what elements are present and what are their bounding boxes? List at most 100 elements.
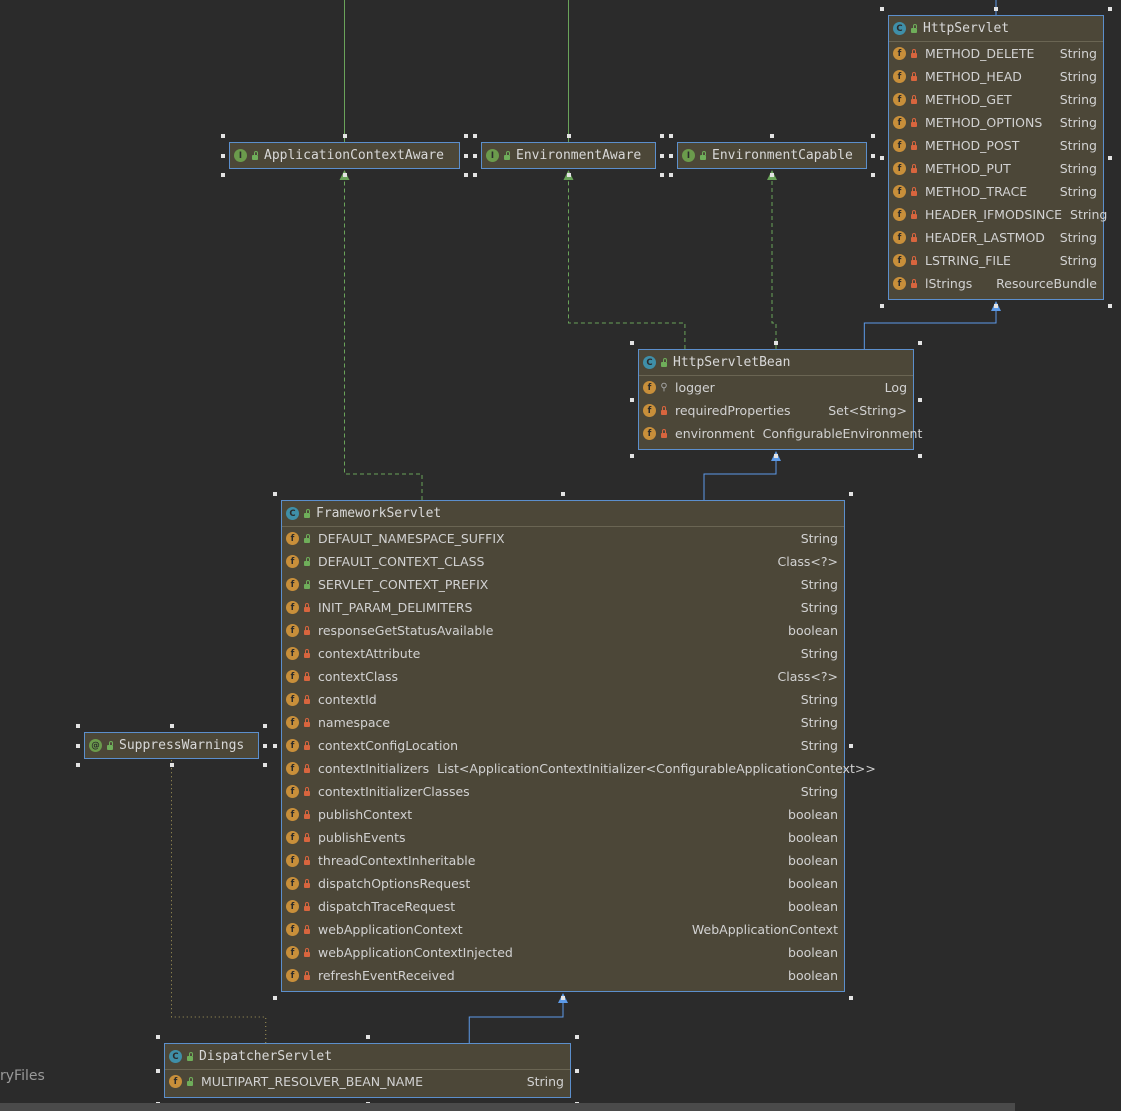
resize-handle[interactable] — [473, 173, 477, 177]
resize-handle[interactable] — [660, 173, 664, 177]
resize-handle[interactable] — [342, 134, 347, 138]
resize-handle[interactable] — [76, 743, 80, 748]
node-suppress-warnings[interactable]: @SuppressWarnings — [84, 732, 259, 759]
resize-handle[interactable] — [630, 454, 634, 458]
resize-handle[interactable] — [575, 1068, 579, 1073]
resize-handle[interactable] — [273, 744, 277, 748]
resize-handle[interactable] — [994, 7, 998, 11]
resize-handle[interactable] — [263, 763, 267, 767]
resize-handle[interactable] — [156, 1068, 160, 1073]
resize-handle[interactable] — [273, 492, 277, 496]
resize-handle[interactable] — [918, 454, 922, 458]
resize-handle[interactable] — [770, 134, 774, 138]
resize-handle[interactable] — [1108, 7, 1112, 11]
resize-handle[interactable] — [273, 996, 277, 1000]
resize-handle[interactable] — [669, 134, 673, 138]
annotation-edge[interactable] — [171, 759, 267, 1043]
resize-handle[interactable] — [871, 173, 875, 177]
resize-handle[interactable] — [76, 763, 80, 767]
resize-handle[interactable] — [464, 173, 468, 177]
resize-handle[interactable] — [263, 724, 267, 728]
resize-handle[interactable] — [169, 763, 174, 767]
resize-handle[interactable] — [774, 341, 778, 345]
extends-edge[interactable] — [703, 460, 777, 500]
resize-handle[interactable] — [76, 724, 80, 728]
resize-handle[interactable] — [169, 724, 174, 728]
resize-handle[interactable] — [994, 304, 998, 308]
resize-handle[interactable] — [669, 173, 673, 177]
implements-edge[interactable] — [771, 179, 777, 349]
resize-handle[interactable] — [221, 134, 225, 138]
implements-edge[interactable] — [344, 179, 423, 500]
horizontal-scrollbar[interactable] — [0, 1103, 1015, 1111]
resize-handle[interactable] — [575, 1035, 579, 1039]
resize-handle[interactable] — [660, 153, 664, 158]
node-header[interactable]: @SuppressWarnings — [85, 733, 258, 758]
extends-edge[interactable] — [863, 310, 997, 349]
resize-handle[interactable] — [473, 153, 477, 158]
resize-handle[interactable] — [263, 743, 267, 748]
resize-handle[interactable] — [774, 454, 778, 458]
implements-edge[interactable] — [568, 179, 686, 349]
resize-handle[interactable] — [871, 153, 875, 158]
resize-handle[interactable] — [561, 492, 565, 496]
resize-handle[interactable] — [880, 155, 884, 160]
resize-handle[interactable] — [156, 1035, 160, 1039]
resize-handle[interactable] — [918, 397, 922, 402]
resize-handle[interactable] — [566, 134, 571, 138]
resize-handle[interactable] — [770, 173, 774, 177]
resize-handle[interactable] — [1108, 304, 1112, 308]
resize-handle[interactable] — [464, 153, 468, 158]
resize-handle[interactable] — [464, 134, 468, 138]
resize-handle[interactable] — [880, 7, 884, 11]
resize-handle[interactable] — [849, 492, 853, 496]
resize-handle[interactable] — [849, 744, 853, 748]
extends-edge[interactable] — [468, 1002, 564, 1043]
resize-handle[interactable] — [342, 173, 347, 177]
